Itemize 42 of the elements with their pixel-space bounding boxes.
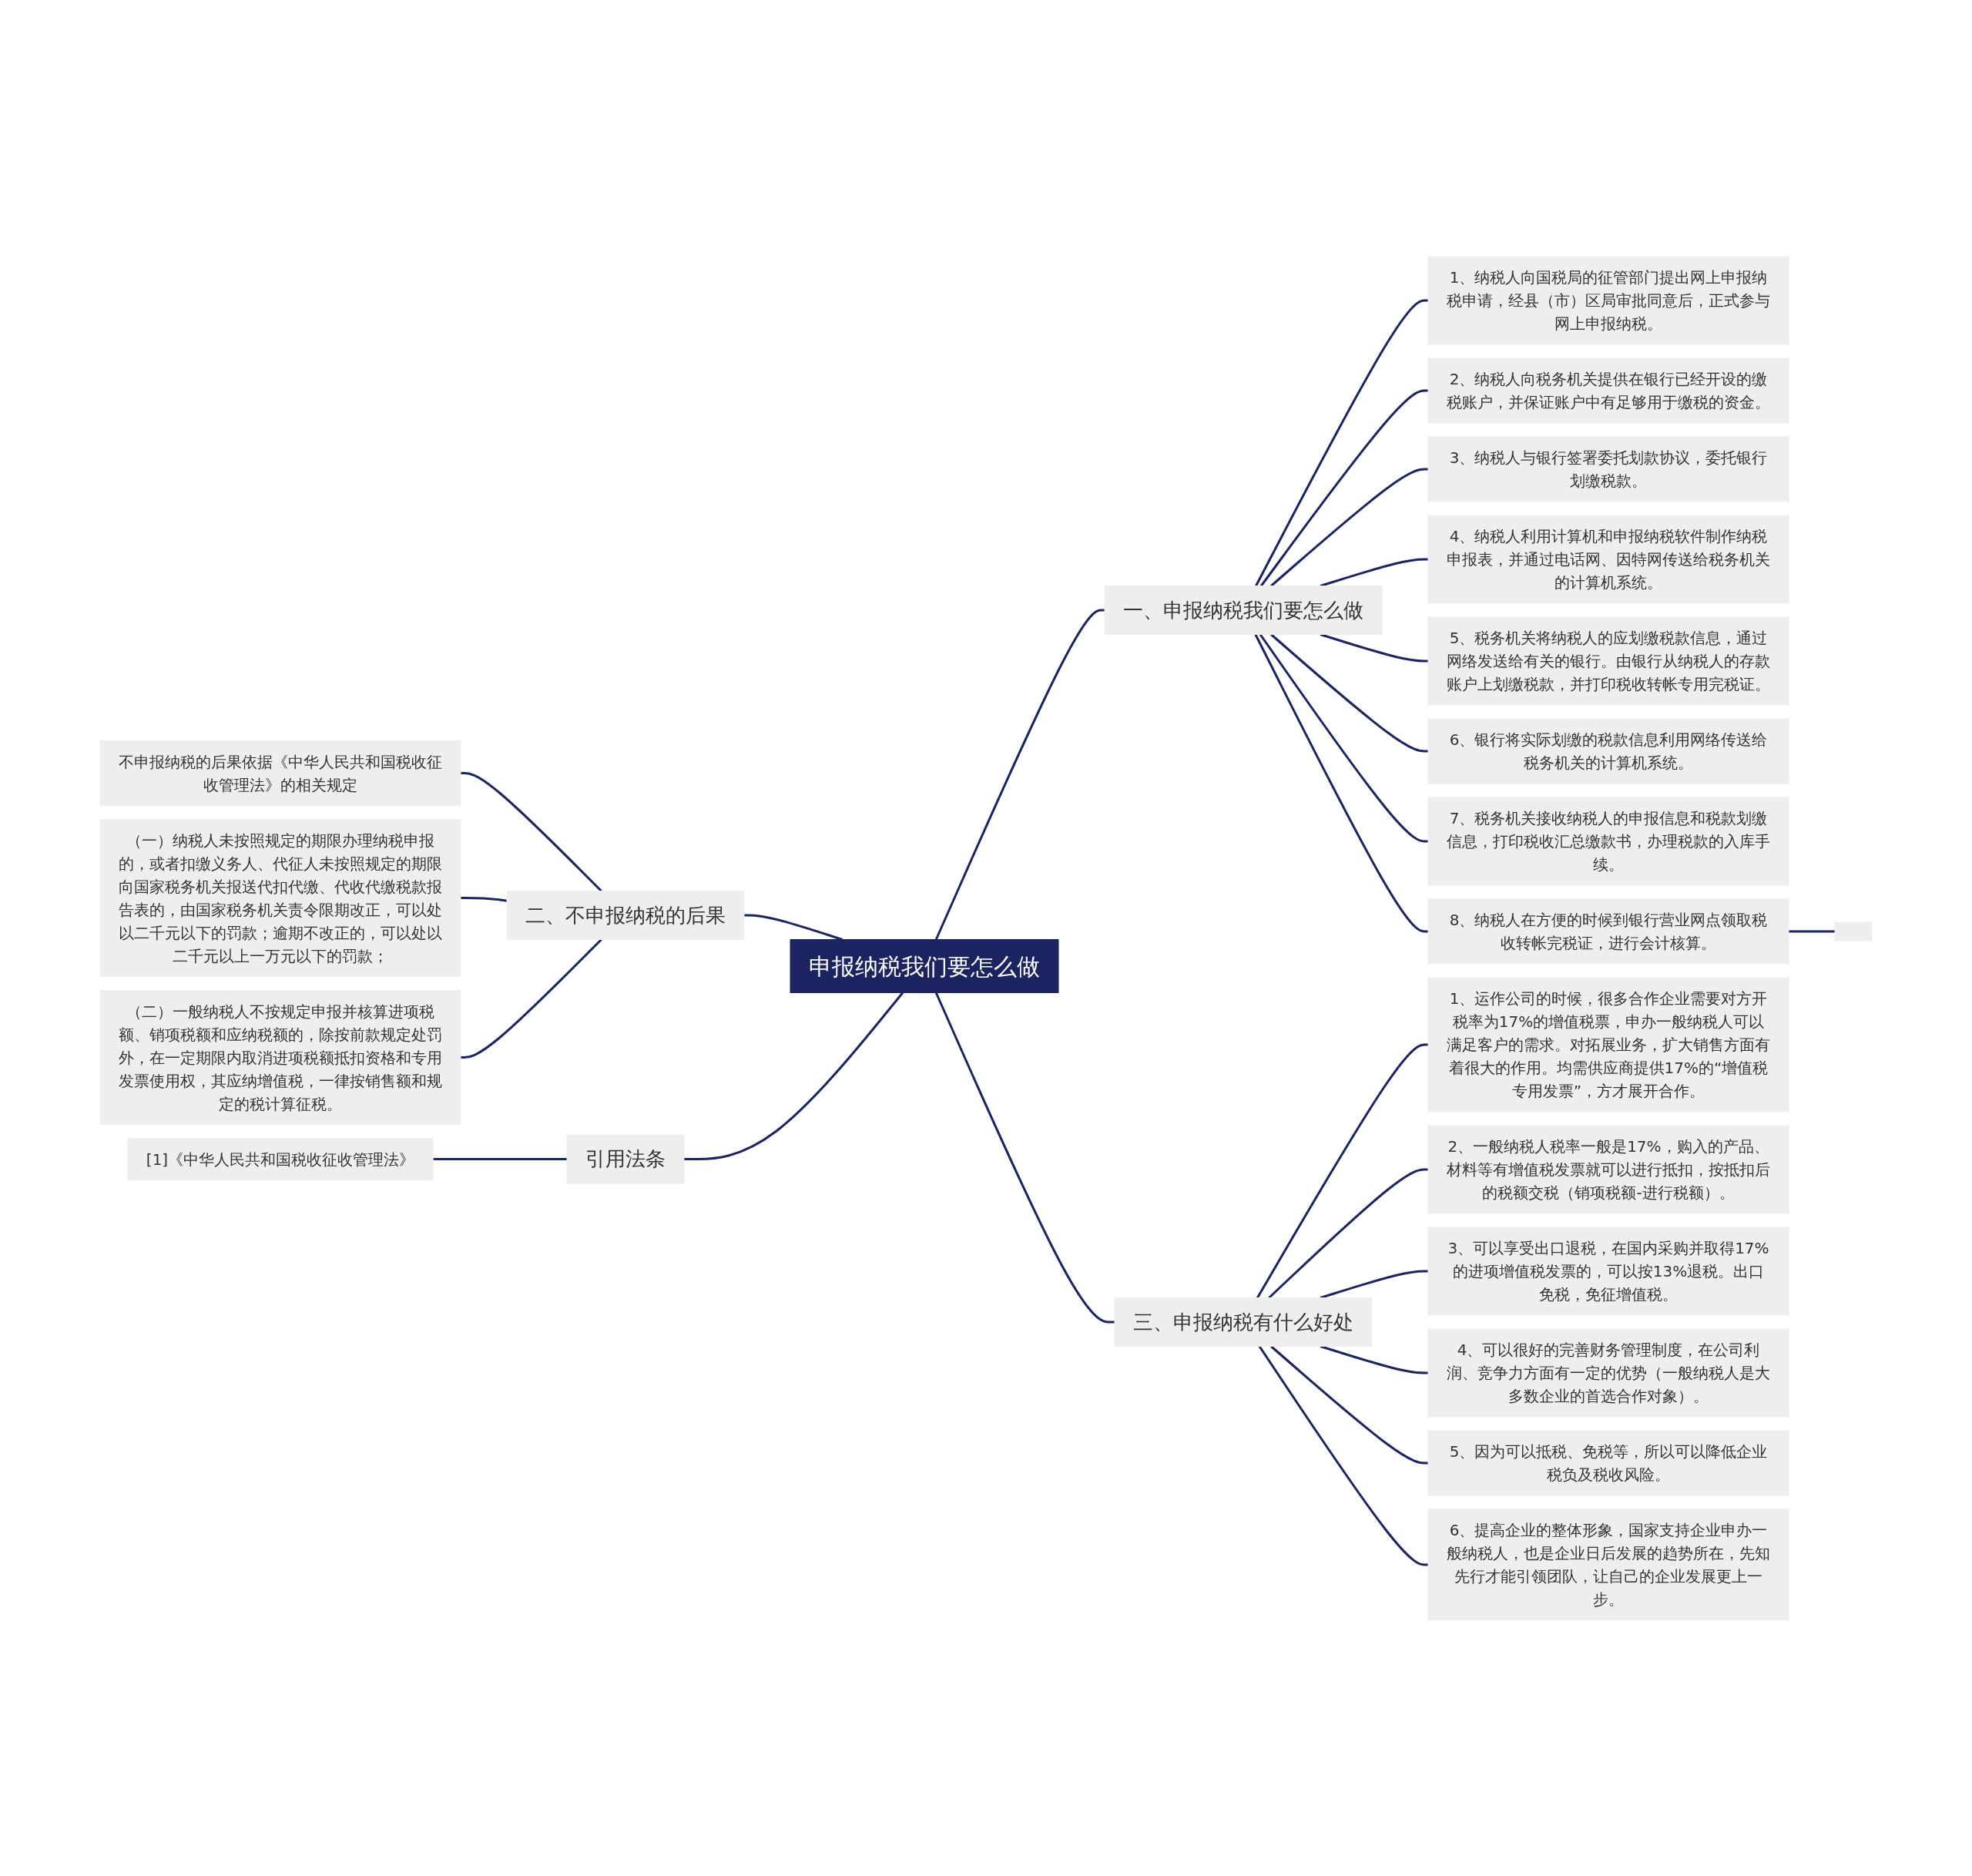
- node-box: [1]《中华人民共和国税收征收管理法》: [127, 1137, 434, 1180]
- connector: [1789, 930, 1835, 932]
- connector: [1268, 1168, 1428, 1299]
- connector: [1254, 633, 1428, 932]
- node-box: 三、申报纳税有什么好处: [1114, 1297, 1373, 1347]
- node-box: （二）一般纳税人不按规定申报并核算进项税额、销项税额和应纳税额的，除按前款规定处罚外，在一定期限内取消进项税额抵扣资格和专用发票使用权，其应纳增值税，一律按销售额和规定的税计算征税。: [99, 989, 461, 1125]
- node-box: 6、银行将实际划缴的税款信息利用网络传送给税务机关的计算机系统。: [1427, 718, 1789, 784]
- node-box: 引用法条: [566, 1134, 685, 1183]
- node-box: 1、纳税人向国税局的征管部门提出网上申报纳税申请，经县（市）区局审批同意后，正式参与网上申报纳税。: [1427, 256, 1789, 344]
- node-box: 二、不申报纳税的后果: [506, 890, 745, 940]
- node-box: [1834, 921, 1873, 941]
- node-box: 3、纳税人与银行签署委托划款协议，委托银行划缴税款。: [1427, 436, 1789, 502]
- connector: [1260, 389, 1428, 586]
- connector: [1256, 1043, 1428, 1298]
- node-box: 6、提高企业的整体形象，国家支持企业申办一般纳税人，也是企业日后发展的趋势所在，先知先行才能引领团队，让自己的企业发展更上一步。: [1427, 1509, 1789, 1620]
- node-box: 3、可以享受出口退税，在国内采购并取得17%的进项增值税发票的，可以按13%退税。出口免税，免征增值税。: [1427, 1227, 1789, 1315]
- connector: [934, 992, 1115, 1323]
- node-box: 4、可以很好的完善财务管理制度，在公司利润、竞争力方面有一定的优势（一般纳税人是大多数企业的首选合作对象）。: [1427, 1328, 1789, 1417]
- connector: [1320, 558, 1428, 587]
- connector: [1258, 1345, 1428, 1566]
- node-box: 2、一般纳税人税率一般是17%，购入的产品、材料等有增值税发票就可以进行抵扣，按抵扣后的税额交税（销项税额-进行税额）。: [1427, 1125, 1789, 1213]
- node-box: 一、申报纳税我们要怎么做: [1104, 585, 1383, 635]
- node-box: 申报纳税我们要怎么做: [790, 938, 1059, 993]
- node-box: 不申报纳税的后果依据《中华人民共和国税收征收管理法》的相关规定: [99, 740, 461, 806]
- connector: [433, 1157, 567, 1160]
- connector: [461, 896, 508, 902]
- connector: [684, 992, 904, 1160]
- node-box: 7、税务机关接收纳税人的申报信息和税款划缴信息，打印税收汇总缴款书，办理税款的入库手续。: [1427, 797, 1789, 885]
- connector: [1259, 633, 1428, 842]
- node-box: 8、纳税人在方便的时候到银行营业网点领取税收转帐完税证，进行会计核算。: [1427, 898, 1789, 964]
- node-box: 5、税务机关将纳税人的应划缴税款信息，通过网络发送给有关的银行。由银行从纳税人的存款账户上划缴税款，并打印税收转帐专用完税证。: [1427, 616, 1789, 705]
- connector: [1270, 468, 1428, 587]
- node-box: 1、运作公司的时候，很多合作企业需要对方开税率为17%的增值税票，申办一般纳税人可以满足客户的需求。对拓展业务，扩大销售方面有着很大的作用。均需供应商提供17%的“增值税专用发票”，方才展开合作。: [1427, 977, 1789, 1112]
- connector: [744, 914, 843, 941]
- connector: [934, 609, 1105, 940]
- node-box: 2、纳税人向税务机关提供在银行已经开设的缴税账户，并保证账户中有足够用于缴税的资金。: [1427, 357, 1789, 423]
- connector: [1255, 299, 1428, 586]
- node-box: （一）纳税人未按照规定的期限办理纳税申报的，或者扣缴义务人、代征人未按照规定的期限向国家税务机关报送代扣代缴、代收代缴税款报告表的，由国家税务机关责令限期改正，可以处以二千元以下的罚款；逾期不改正的，可以处以二千元以上一万元以下的罚款；: [99, 818, 461, 977]
- node-box: 4、纳税人利用计算机和申报纳税软件制作纳税申报表，并通过电话网、因特网传送给税务机关的计算机系统。: [1427, 515, 1789, 603]
- connector: [461, 771, 602, 892]
- connector: [1320, 1270, 1428, 1299]
- node-box: 5、因为可以抵税、免税等，所以可以降低企业税负及税收风险。: [1427, 1430, 1789, 1495]
